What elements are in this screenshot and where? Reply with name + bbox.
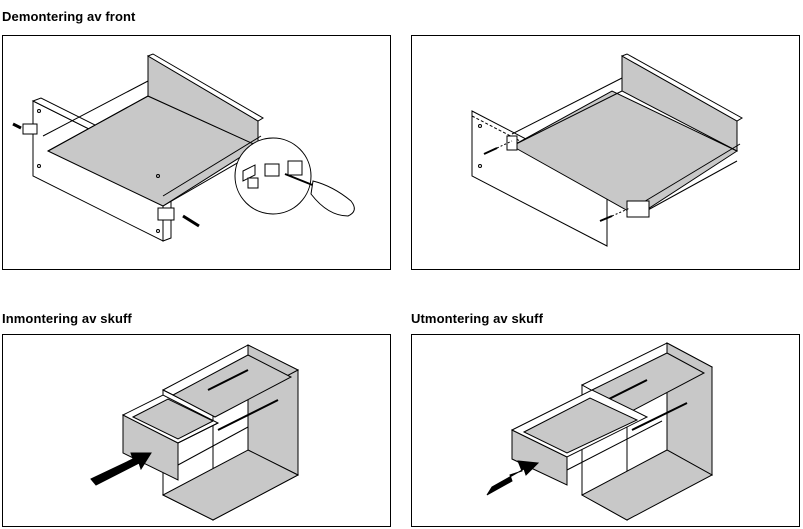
- drawer-removal-illustration: [411, 334, 800, 527]
- drawer-front-removal-drawing: [12, 53, 355, 242]
- drawer-install-title: Inmontering av skuff: [2, 311, 132, 326]
- push-arrow-icon: [90, 452, 152, 486]
- drawer-install-drawing: [90, 344, 300, 521]
- front-removal-illustration-left: [2, 35, 391, 270]
- pull-arrow-icon: [486, 460, 540, 496]
- drawer-removal-title: Utmontering av skuff: [411, 311, 544, 326]
- drawer-install-illustration: [2, 334, 391, 527]
- front-removal-title: Demontering av front: [2, 9, 136, 24]
- front-removal-illustration-right: [411, 35, 800, 270]
- drawer-removal-drawing: [486, 342, 714, 521]
- drawer-front-detached-drawing: [471, 53, 743, 247]
